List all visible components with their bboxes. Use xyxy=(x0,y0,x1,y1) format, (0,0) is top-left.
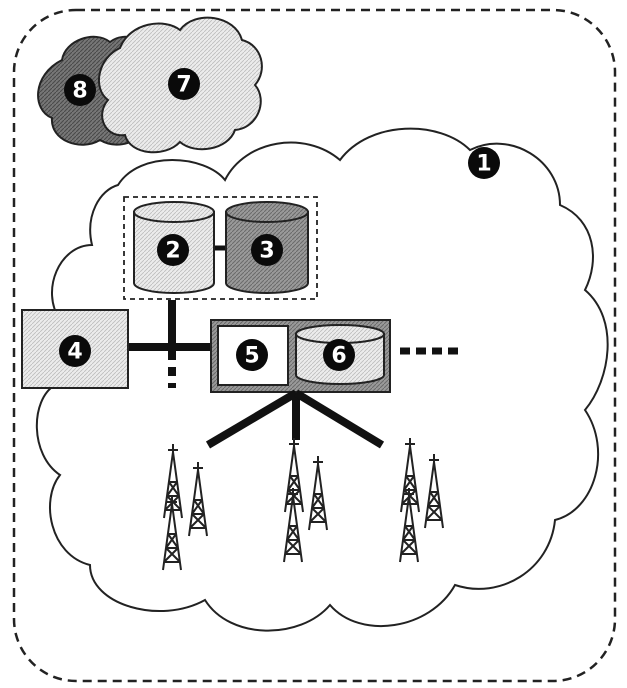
label-7: 7 xyxy=(168,68,200,100)
label-1: 1 xyxy=(468,147,500,179)
svg-text:8: 8 xyxy=(72,79,87,104)
label-5: 5 xyxy=(236,339,268,371)
svg-text:7: 7 xyxy=(176,73,191,98)
label-6: 6 xyxy=(323,339,355,371)
svg-text:1: 1 xyxy=(476,152,491,177)
svg-text:4: 4 xyxy=(67,340,82,365)
svg-text:2: 2 xyxy=(165,239,180,264)
svg-text:3: 3 xyxy=(259,239,274,264)
svg-text:6: 6 xyxy=(331,344,346,369)
storage-cylinder-2 xyxy=(133,201,215,294)
storage-group-box xyxy=(123,196,318,300)
label-8: 8 xyxy=(64,74,96,106)
label-2: 2 xyxy=(157,234,189,266)
label-4: 4 xyxy=(59,335,91,367)
outer-boundary xyxy=(12,8,617,683)
label-3: 3 xyxy=(251,234,283,266)
svg-text:5: 5 xyxy=(244,344,259,369)
